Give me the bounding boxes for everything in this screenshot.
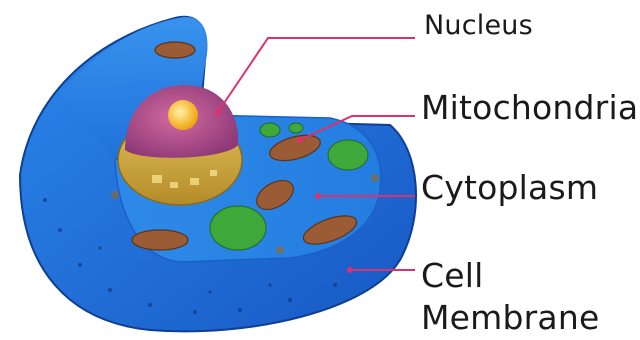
label-mitochondria: Mitochondria bbox=[421, 88, 638, 127]
label-cell-membrane-line2: Membrane bbox=[421, 297, 599, 339]
leader-nucleus bbox=[218, 38, 415, 112]
label-cell-membrane-line1: Cell bbox=[421, 255, 599, 297]
nucleolus bbox=[168, 100, 198, 130]
label-cell-membrane: Cell Membrane bbox=[421, 255, 599, 339]
mitochondrion bbox=[155, 42, 195, 58]
label-nucleus: Nucleus bbox=[424, 10, 533, 41]
label-cytoplasm: Cytoplasm bbox=[421, 168, 598, 207]
mitochondrion bbox=[132, 230, 188, 250]
